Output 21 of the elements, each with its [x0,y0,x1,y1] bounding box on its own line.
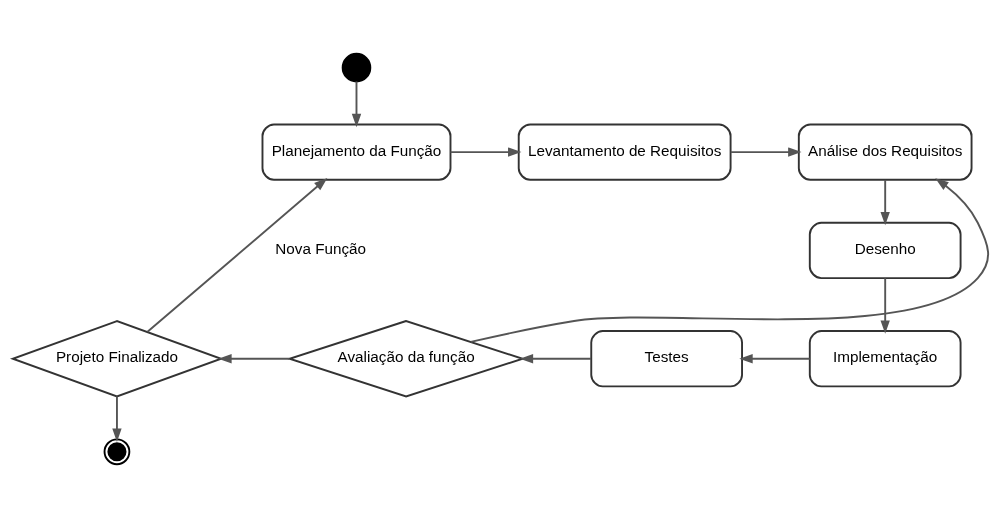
node-circle [341,52,372,83]
node-box: Implementação [808,330,962,388]
node-box: Testes [590,330,743,388]
arrow [112,395,122,442]
arrow [519,354,592,364]
node-circle [103,438,131,466]
node-box: Desenho [808,221,962,280]
arrow [880,277,890,334]
arrow [146,177,328,333]
arrow [218,354,291,364]
arrow [880,178,890,226]
node-box: Planejamento da Função [261,123,452,181]
node-box: Análise dos Requisitos [797,123,973,181]
node-diamond: Projeto Finalizado [9,320,224,398]
arrow [351,80,362,128]
edge-label: Nova Função [275,240,367,258]
node-box: Levantamento de Requisitos [517,123,732,181]
arrow [449,147,522,157]
arrow [729,147,802,157]
arrow [469,178,990,343]
arrow [739,354,811,364]
